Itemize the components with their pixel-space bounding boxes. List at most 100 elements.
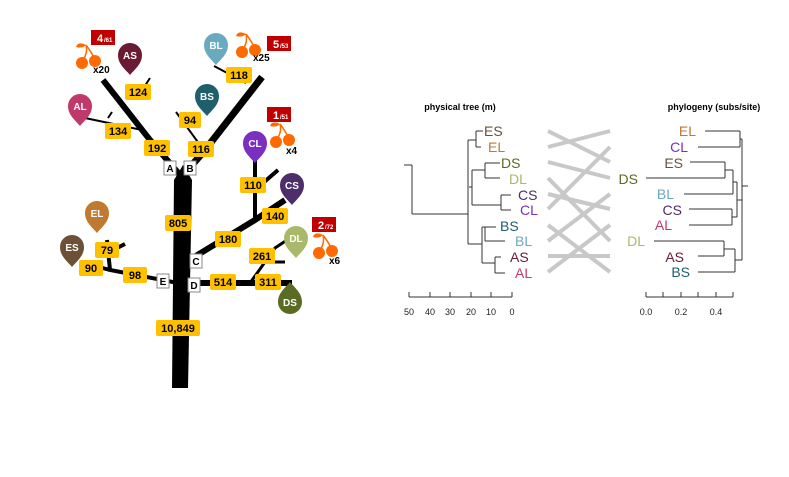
svg-text:2: 2: [318, 220, 324, 232]
physical-tree-illustration: 124 134 192 94 118 116 110 140 180 805 2…: [60, 30, 341, 388]
sample-pin-bs: BS: [195, 84, 219, 116]
svg-text:/72: /72: [325, 225, 334, 231]
fruit-multiplier: x25: [253, 53, 270, 64]
node-d: D: [187, 277, 201, 293]
sample-pin-as: AS: [118, 43, 142, 75]
svg-text:/61: /61: [104, 38, 113, 44]
svg-text:/53: /53: [280, 44, 289, 50]
svg-text:C: C: [192, 257, 199, 268]
svg-text:311: 311: [259, 277, 277, 289]
sample-pin-bl: BL: [204, 33, 228, 65]
tanglegram: physical tree (m) phylogeny (subs/site) …: [404, 102, 760, 317]
svg-text:514: 514: [214, 277, 233, 289]
svg-text:5: 5: [273, 39, 279, 51]
svg-text:DS: DS: [283, 298, 297, 309]
svg-text:134: 134: [109, 126, 128, 138]
length-label: 261: [249, 248, 275, 264]
tip-label: AS: [665, 249, 684, 265]
tip-label: CL: [520, 202, 538, 218]
cherry-icon: [313, 233, 338, 259]
svg-text:4: 4: [97, 33, 104, 45]
length-label: 514: [210, 274, 236, 290]
trunk: [172, 165, 192, 388]
fruit-count-badge: 2/72: [312, 217, 336, 232]
svg-text:805: 805: [169, 218, 187, 230]
phylogeny-dendrogram: [646, 130, 748, 273]
svg-text:/51: /51: [280, 115, 289, 121]
axis-tick-label: 0: [509, 307, 514, 317]
svg-text:CL: CL: [248, 139, 261, 150]
svg-text:A: A: [166, 164, 173, 175]
fruit-group-3: 1/51 x4: [267, 107, 298, 157]
svg-text:261: 261: [253, 251, 271, 263]
axis-tick-label: 40: [425, 307, 435, 317]
tip-label: BS: [671, 264, 690, 280]
length-label: 134: [105, 123, 131, 139]
svg-text:98: 98: [129, 270, 141, 282]
fruit-group-1: 4/61 x20: [76, 30, 115, 76]
tip-label: ES: [664, 155, 683, 171]
svg-text:AL: AL: [73, 102, 86, 113]
tangle-line-cl: [546, 145, 612, 211]
cherry-icon: [76, 43, 101, 69]
cherry-icon: [270, 122, 295, 148]
svg-text:118: 118: [230, 70, 248, 82]
svg-text:10,849: 10,849: [161, 323, 195, 335]
length-label: 118: [226, 67, 252, 83]
phylogeny-tip-labels: EL CL ES DS BL CS AL DL AS BS: [619, 123, 697, 280]
length-label: 311: [255, 274, 281, 290]
tangle-line-el: [547, 129, 611, 149]
sample-pin-es: ES: [60, 235, 84, 267]
physical-axis: 50 40 30 20 10 0: [404, 292, 515, 317]
tangle-lines: [546, 129, 612, 274]
length-label: 124: [125, 84, 151, 100]
sample-pin-al: AL: [68, 94, 92, 126]
svg-text:AS: AS: [123, 51, 137, 62]
node-a: A: [163, 160, 177, 176]
tip-label: DS: [501, 155, 520, 171]
tip-label: DS: [619, 171, 638, 187]
axis-tick-label: 0.4: [710, 307, 723, 317]
phylogeny-axis: 0.0 0.2 0.4: [640, 292, 734, 317]
tangle-line-al: [546, 223, 612, 274]
sample-pin-ds: DS: [278, 282, 302, 314]
tip-label: DL: [627, 233, 645, 249]
svg-text:D: D: [190, 281, 197, 292]
axis-tick-label: 20: [466, 307, 476, 317]
length-label: 180: [215, 231, 241, 247]
tip-label: CS: [518, 187, 537, 203]
axis-tick-label: 0.0: [640, 307, 653, 317]
svg-text:1: 1: [273, 110, 279, 122]
svg-text:94: 94: [184, 115, 197, 127]
tip-label: EL: [488, 139, 505, 155]
length-label: 10,849: [156, 320, 200, 336]
axis-tick-label: 10: [486, 307, 496, 317]
svg-text:ES: ES: [65, 243, 79, 254]
axis-tick-label: 0.2: [675, 307, 688, 317]
svg-text:BL: BL: [209, 41, 222, 52]
length-label: 79: [95, 242, 119, 258]
svg-text:124: 124: [129, 87, 148, 99]
length-label: 110: [240, 177, 266, 193]
length-label: 192: [144, 140, 170, 156]
svg-text:B: B: [186, 164, 193, 175]
tangle-line-ds: [547, 160, 611, 180]
node-b: B: [183, 160, 197, 176]
axis-tick-label: 50: [404, 307, 414, 317]
phylogeny-title: phylogeny (subs/site): [668, 102, 761, 112]
sample-pin-dl: DL: [284, 226, 308, 258]
svg-text:192: 192: [148, 143, 166, 155]
svg-text:140: 140: [266, 211, 284, 223]
fruit-count-badge: 1/51: [267, 107, 291, 122]
svg-text:79: 79: [101, 245, 113, 257]
tip-label: BS: [500, 218, 519, 234]
tip-label: CL: [670, 139, 688, 155]
sample-pin-cl: CL: [243, 131, 267, 163]
tip-label: BL: [657, 186, 674, 202]
fruit-multiplier: x4: [286, 146, 298, 157]
tangle-line-bl: [546, 192, 612, 243]
tip-label: AL: [655, 217, 672, 233]
tip-label: ES: [484, 123, 503, 139]
svg-text:E: E: [160, 277, 167, 288]
